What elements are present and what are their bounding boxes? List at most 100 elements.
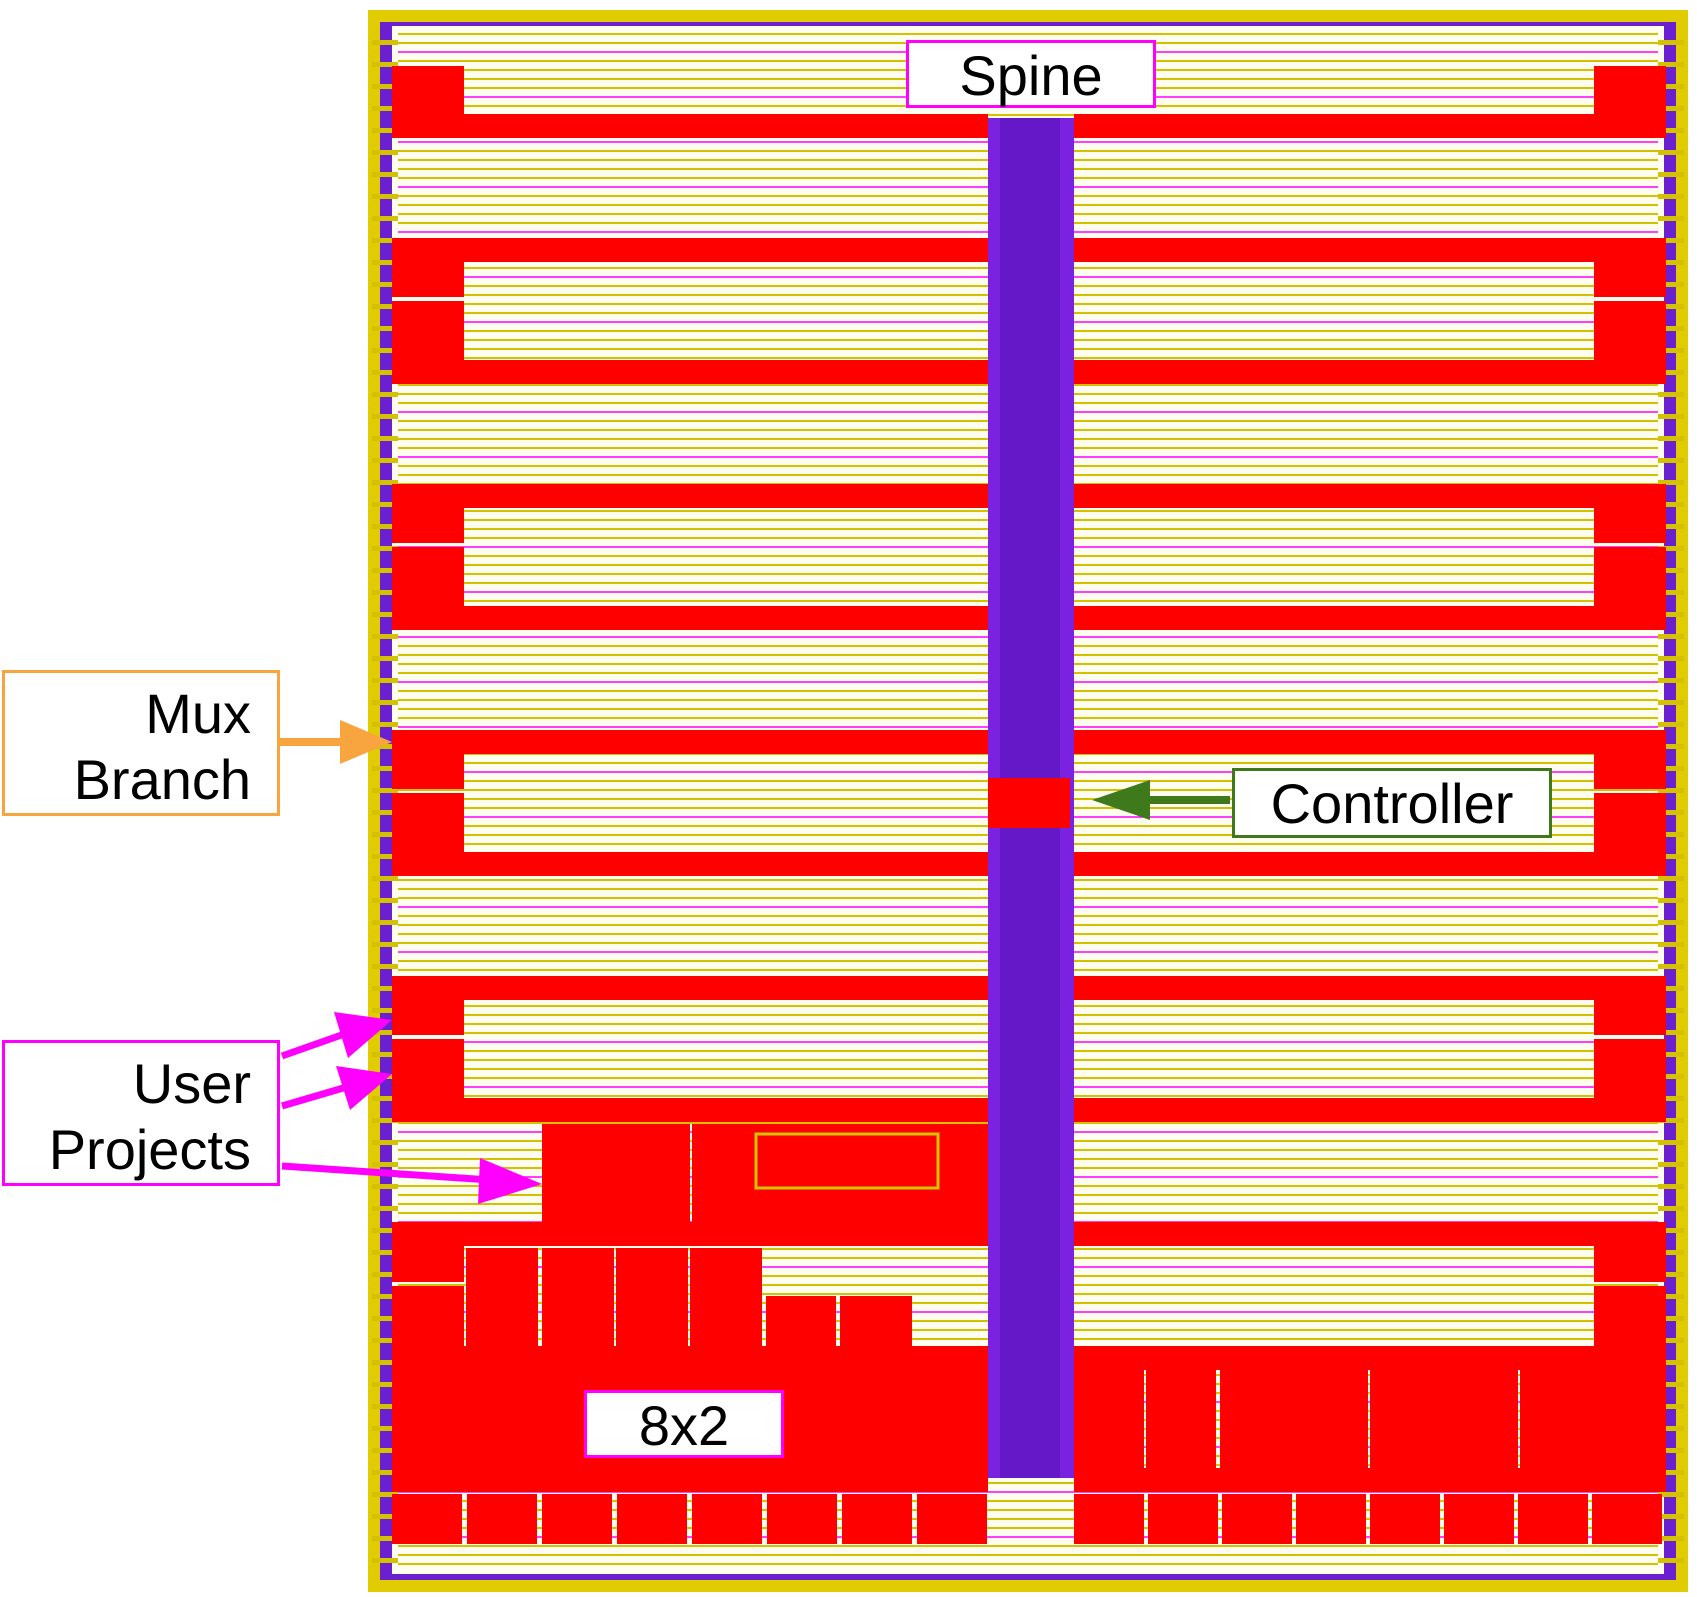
- io-pad: [372, 1162, 398, 1167]
- io-pad: [1658, 1250, 1684, 1255]
- io-pad: [1658, 1074, 1684, 1079]
- user-project-block: [392, 1039, 464, 1098]
- io-pad: [1658, 898, 1684, 903]
- io-pad: [1658, 810, 1684, 815]
- user-project-macro: [1220, 1370, 1368, 1468]
- io-pad: [1658, 1008, 1684, 1013]
- user-project-block: [1594, 793, 1666, 852]
- user-project-block: [1594, 1000, 1666, 1035]
- user-project-block: [1594, 301, 1666, 360]
- mux-branch-bar: [392, 1468, 988, 1492]
- user-project-block: [392, 793, 464, 852]
- user-project-macro: [1148, 1494, 1218, 1544]
- io-pad: [372, 964, 398, 969]
- io-pad: [1658, 436, 1684, 441]
- io-pad: [372, 172, 398, 177]
- io-pad: [372, 106, 398, 111]
- io-pad: [372, 766, 398, 771]
- io-pad: [1658, 1404, 1684, 1409]
- controller-label: Controller: [1232, 768, 1552, 838]
- io-pad: [1658, 502, 1684, 507]
- user-project-macro: [1520, 1370, 1666, 1468]
- io-pad: [372, 304, 398, 309]
- io-pad: [1658, 1558, 1684, 1563]
- io-pad: [372, 568, 398, 573]
- user-project-block: [1594, 1246, 1666, 1282]
- io-pad: [372, 612, 398, 617]
- io-pad: [372, 1514, 398, 1519]
- io-pad: [1658, 106, 1684, 111]
- io-pad: [1658, 1052, 1684, 1057]
- io-pad: [1658, 942, 1684, 947]
- user-project-block: [392, 547, 464, 606]
- io-pad: [372, 1008, 398, 1013]
- io-pad: [1658, 590, 1684, 595]
- user-project-macro: [1518, 1494, 1588, 1544]
- mux-branch-bar: [1074, 852, 1666, 876]
- controller-label-text: Controller: [1270, 772, 1514, 835]
- io-pad: [372, 1118, 398, 1123]
- mux-branch-bar: [392, 606, 988, 630]
- io-pad: [372, 40, 398, 45]
- io-pad: [1658, 920, 1684, 925]
- mux-branch-bar: [1074, 1468, 1666, 1492]
- io-pad: [1658, 766, 1684, 771]
- mux-branch-bar: [1074, 606, 1666, 630]
- mux-branch-label-line1: Mux: [145, 682, 251, 745]
- io-pad: [1658, 1272, 1684, 1277]
- mux-branch-arrow: [280, 720, 392, 764]
- user-project-macro: [542, 1124, 690, 1222]
- io-pad: [1658, 1140, 1684, 1145]
- user-project-macro: [1592, 1494, 1662, 1544]
- io-pad: [1658, 700, 1684, 705]
- io-pad: [372, 832, 398, 837]
- user-project-macro: [840, 1296, 912, 1346]
- io-pad: [372, 1316, 398, 1321]
- user-project-macro: [392, 1494, 462, 1544]
- user-project-macro: [617, 1494, 687, 1544]
- io-pad: [1658, 722, 1684, 727]
- user-project-macro: [467, 1494, 537, 1544]
- mux-branch-bar: [1074, 484, 1666, 508]
- io-pad: [372, 502, 398, 507]
- io-pad: [1658, 128, 1684, 133]
- io-pad: [1658, 414, 1684, 419]
- user-project-macro: [1370, 1370, 1518, 1468]
- io-pad: [1658, 1096, 1684, 1101]
- io-pad: [1658, 172, 1684, 177]
- io-pad: [1658, 1030, 1684, 1035]
- io-pad: [372, 590, 398, 595]
- user-project-macro: [616, 1248, 688, 1346]
- io-pad: [372, 810, 398, 815]
- io-pad: [372, 216, 398, 221]
- io-pad: [372, 84, 398, 89]
- user-project-macro: [1146, 1370, 1216, 1468]
- tile-8x2-label: 8x2: [584, 1390, 784, 1458]
- io-pad: [372, 1360, 398, 1365]
- mux-branch-bar: [1074, 1098, 1666, 1122]
- spine-label: Spine: [906, 40, 1156, 108]
- io-pad: [1658, 634, 1684, 639]
- mux-branch-bar: [1074, 730, 1666, 754]
- io-pad: [372, 986, 398, 991]
- io-pad: [1658, 304, 1684, 309]
- io-pad: [1658, 876, 1684, 881]
- io-pad: [1658, 238, 1684, 243]
- io-pad: [1658, 40, 1684, 45]
- user-project-block: [392, 1246, 464, 1282]
- io-pad: [372, 722, 398, 727]
- user-project-macro: [1074, 1370, 1144, 1468]
- io-pad: [1658, 392, 1684, 397]
- io-pad: [372, 414, 398, 419]
- io-pad: [372, 1272, 398, 1277]
- io-pad: [1658, 150, 1684, 155]
- io-pad: [1658, 1426, 1684, 1431]
- mux-branch-bar: [1074, 1222, 1666, 1246]
- io-pad: [1658, 1448, 1684, 1453]
- io-pad: [372, 634, 398, 639]
- user-project-macro: [917, 1494, 987, 1544]
- io-pad: [372, 656, 398, 661]
- controller-macro: [988, 778, 1070, 828]
- io-pad: [1658, 986, 1684, 991]
- io-pad: [1658, 1228, 1684, 1233]
